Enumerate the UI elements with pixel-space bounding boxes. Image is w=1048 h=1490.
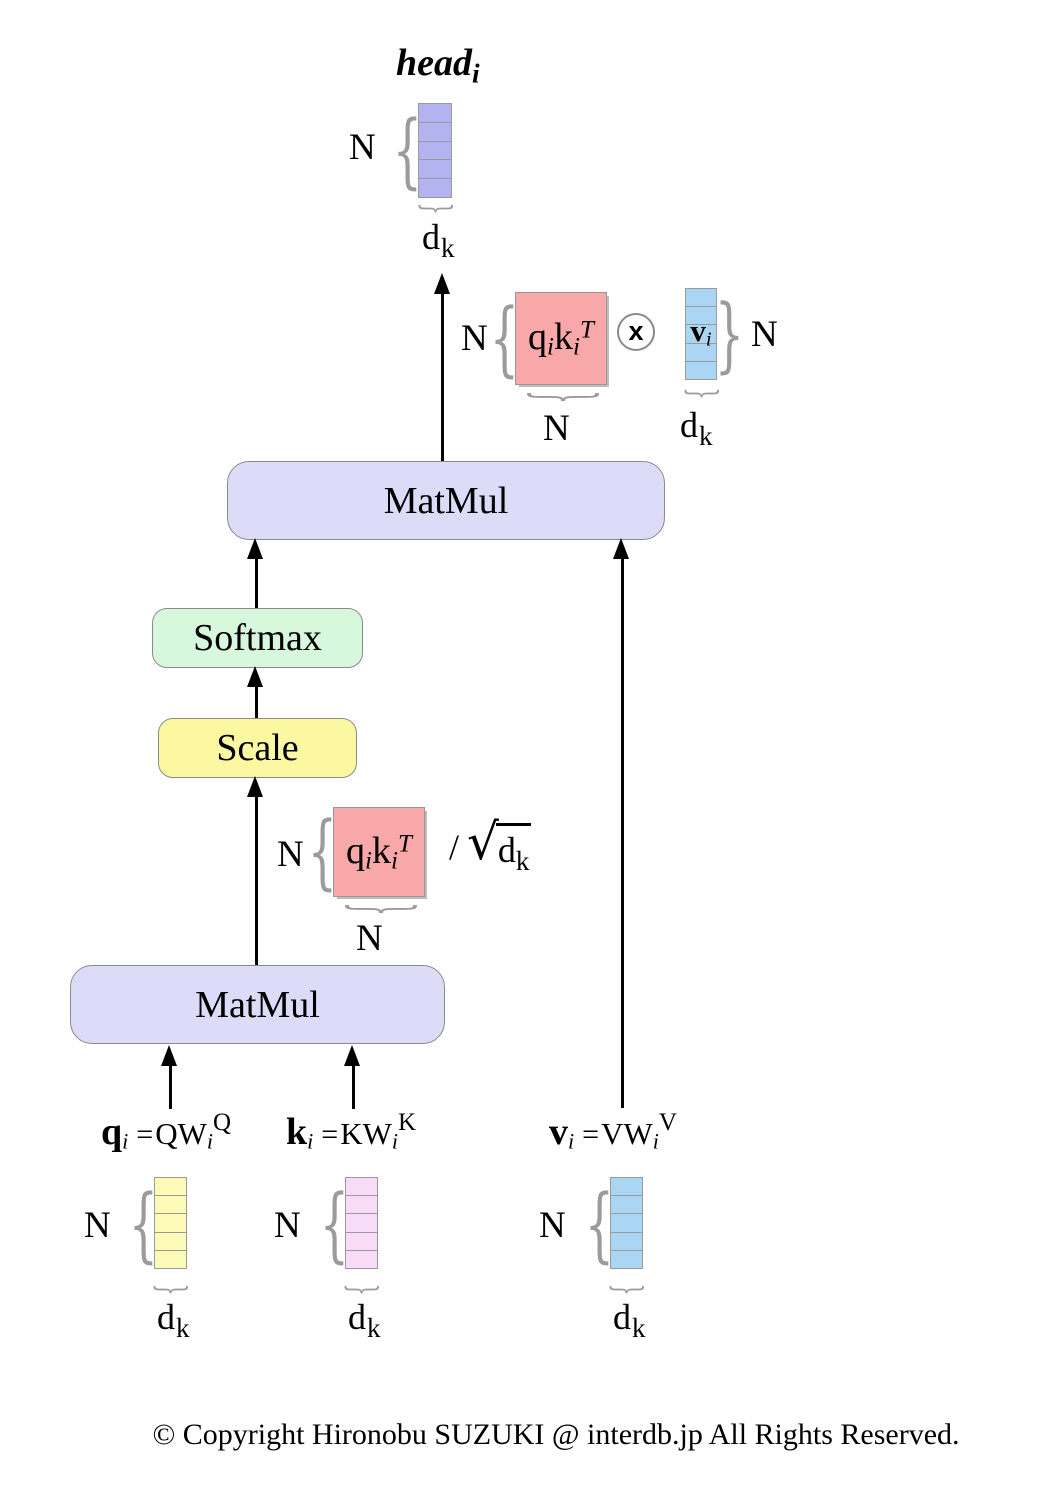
value-vector-matrix-bottom	[610, 1177, 643, 1269]
q-projection-equation: qi=QWiQ	[101, 1109, 232, 1154]
matrix-cell	[686, 360, 716, 379]
copyright-notice: © Copyright Hironobu SUZUKI @ interdb.jp…	[152, 1418, 960, 1451]
n-dimension-label-scaled-rows: N	[277, 834, 304, 875]
matrix-cell	[686, 342, 716, 361]
arrow-head-v-to-matmul	[613, 538, 629, 559]
dk-dimension-label-head: dk	[422, 217, 455, 264]
matrix-cell	[155, 1195, 186, 1213]
matrix-cell	[155, 1213, 186, 1231]
dk-dimension-label-v: dk	[680, 405, 713, 452]
attention-matrix-qkt: qikiT	[515, 292, 607, 385]
right-brace-icon: }	[714, 287, 744, 382]
matrix-cell	[611, 1231, 642, 1250]
matrix-cell	[155, 1231, 186, 1250]
radical-icon: √	[467, 813, 499, 871]
matrix-cell	[419, 121, 451, 141]
matrix-multiply-icon: x	[617, 313, 655, 351]
left-brace-icon: {	[584, 1177, 614, 1272]
dk-dimension-label-k: dk	[348, 1297, 381, 1344]
dk-dimension-label-vbottom: dk	[613, 1297, 646, 1344]
n-dimension-label-attn-cols: N	[543, 408, 570, 449]
arrow-head-softmax-to-matmul	[247, 538, 263, 559]
arrow-head-q-to-matmul	[161, 1045, 177, 1066]
left-brace-icon: {	[319, 1177, 349, 1272]
matrix-cell	[419, 159, 451, 178]
matmul-top-box: MatMul	[227, 461, 665, 540]
arrow-line-q-to-matmul	[169, 1063, 172, 1109]
n-dimension-label-q: N	[84, 1205, 111, 1246]
v-projection-equation: vi=VWiV	[549, 1109, 677, 1154]
matmul-top-label: MatMul	[383, 479, 509, 522]
dk-dimension-label-q: dk	[157, 1297, 190, 1344]
query-vector-matrix	[154, 1177, 187, 1269]
left-brace-icon: {	[489, 291, 519, 386]
left-brace-icon: {	[307, 804, 337, 900]
arrow-line-scale-to-softmax	[255, 684, 258, 718]
arrow-line-matmul-to-scale	[255, 794, 258, 965]
n-dimension-label-attn-rows: N	[461, 318, 488, 359]
matrix-cell	[419, 178, 451, 197]
head-label-subscript: i	[472, 58, 480, 89]
key-vector-matrix	[345, 1177, 378, 1269]
under-brace-icon: {	[515, 390, 606, 404]
k-projection-equation: ki=KWiK	[286, 1109, 417, 1154]
left-brace-icon: {	[392, 103, 422, 198]
matrix-cell	[155, 1178, 186, 1195]
matrix-cell	[419, 104, 451, 122]
matrix-cell	[611, 1213, 642, 1231]
arrow-head-matmul-to-scale	[247, 776, 263, 797]
arrow-line-v-to-matmul	[621, 556, 624, 1108]
matrix-cell	[686, 306, 716, 324]
sqrt-dk-expression: √ dk	[467, 813, 532, 875]
softmax-label: Softmax	[193, 617, 322, 659]
matrix-cell	[346, 1195, 377, 1213]
matrix-cell	[155, 1249, 186, 1268]
matrix-cell	[686, 289, 716, 306]
matmul-bottom-box: MatMul	[70, 965, 445, 1044]
n-dimension-label-scaled-cols: N	[356, 918, 383, 959]
head-label-base: head	[396, 42, 472, 84]
divide-symbol: /	[449, 827, 460, 867]
arrow-line-softmax-to-matmul	[255, 556, 258, 608]
arrow-line-to-output	[441, 291, 444, 462]
attention-matrix-qkt-scaled: qikiT	[333, 807, 425, 897]
matrix-cell	[611, 1195, 642, 1213]
softmax-box: Softmax	[152, 608, 363, 668]
under-brace-icon: {	[413, 202, 457, 216]
arrow-head-scale-to-softmax	[247, 666, 263, 687]
left-brace-icon: {	[128, 1177, 158, 1272]
n-dimension-label-v: N	[539, 1205, 566, 1246]
matrix-cell	[686, 324, 716, 342]
qkt-formula: qikiT	[346, 829, 412, 875]
matrix-cell	[346, 1178, 377, 1195]
head-output-label: headi	[396, 44, 480, 88]
matrix-cell	[611, 1178, 642, 1195]
matrix-cell	[346, 1249, 377, 1268]
head-output-matrix	[418, 103, 452, 198]
matrix-cell	[419, 140, 451, 160]
matrix-cell	[611, 1249, 642, 1268]
n-dimension-label-k: N	[274, 1205, 301, 1246]
matmul-bottom-label: MatMul	[195, 983, 320, 1026]
arrow-line-k-to-matmul	[352, 1063, 355, 1109]
under-brace-icon: {	[679, 387, 723, 401]
sqrt-radicand: dk	[495, 823, 532, 875]
arrow-head-k-to-matmul	[344, 1045, 360, 1066]
value-vector-matrix-top	[685, 288, 717, 380]
matrix-cell	[346, 1213, 377, 1231]
arrow-head-to-output	[434, 273, 450, 294]
scale-label: Scale	[216, 727, 299, 769]
n-dimension-label-head: N	[349, 127, 376, 168]
under-brace-icon: {	[333, 902, 424, 916]
scale-box: Scale	[158, 718, 357, 778]
n-dimension-label-v-rows: N	[751, 314, 778, 355]
qkt-formula: qikiT	[528, 316, 594, 361]
matrix-cell	[346, 1231, 377, 1250]
v-vector-label: vi	[690, 313, 712, 351]
